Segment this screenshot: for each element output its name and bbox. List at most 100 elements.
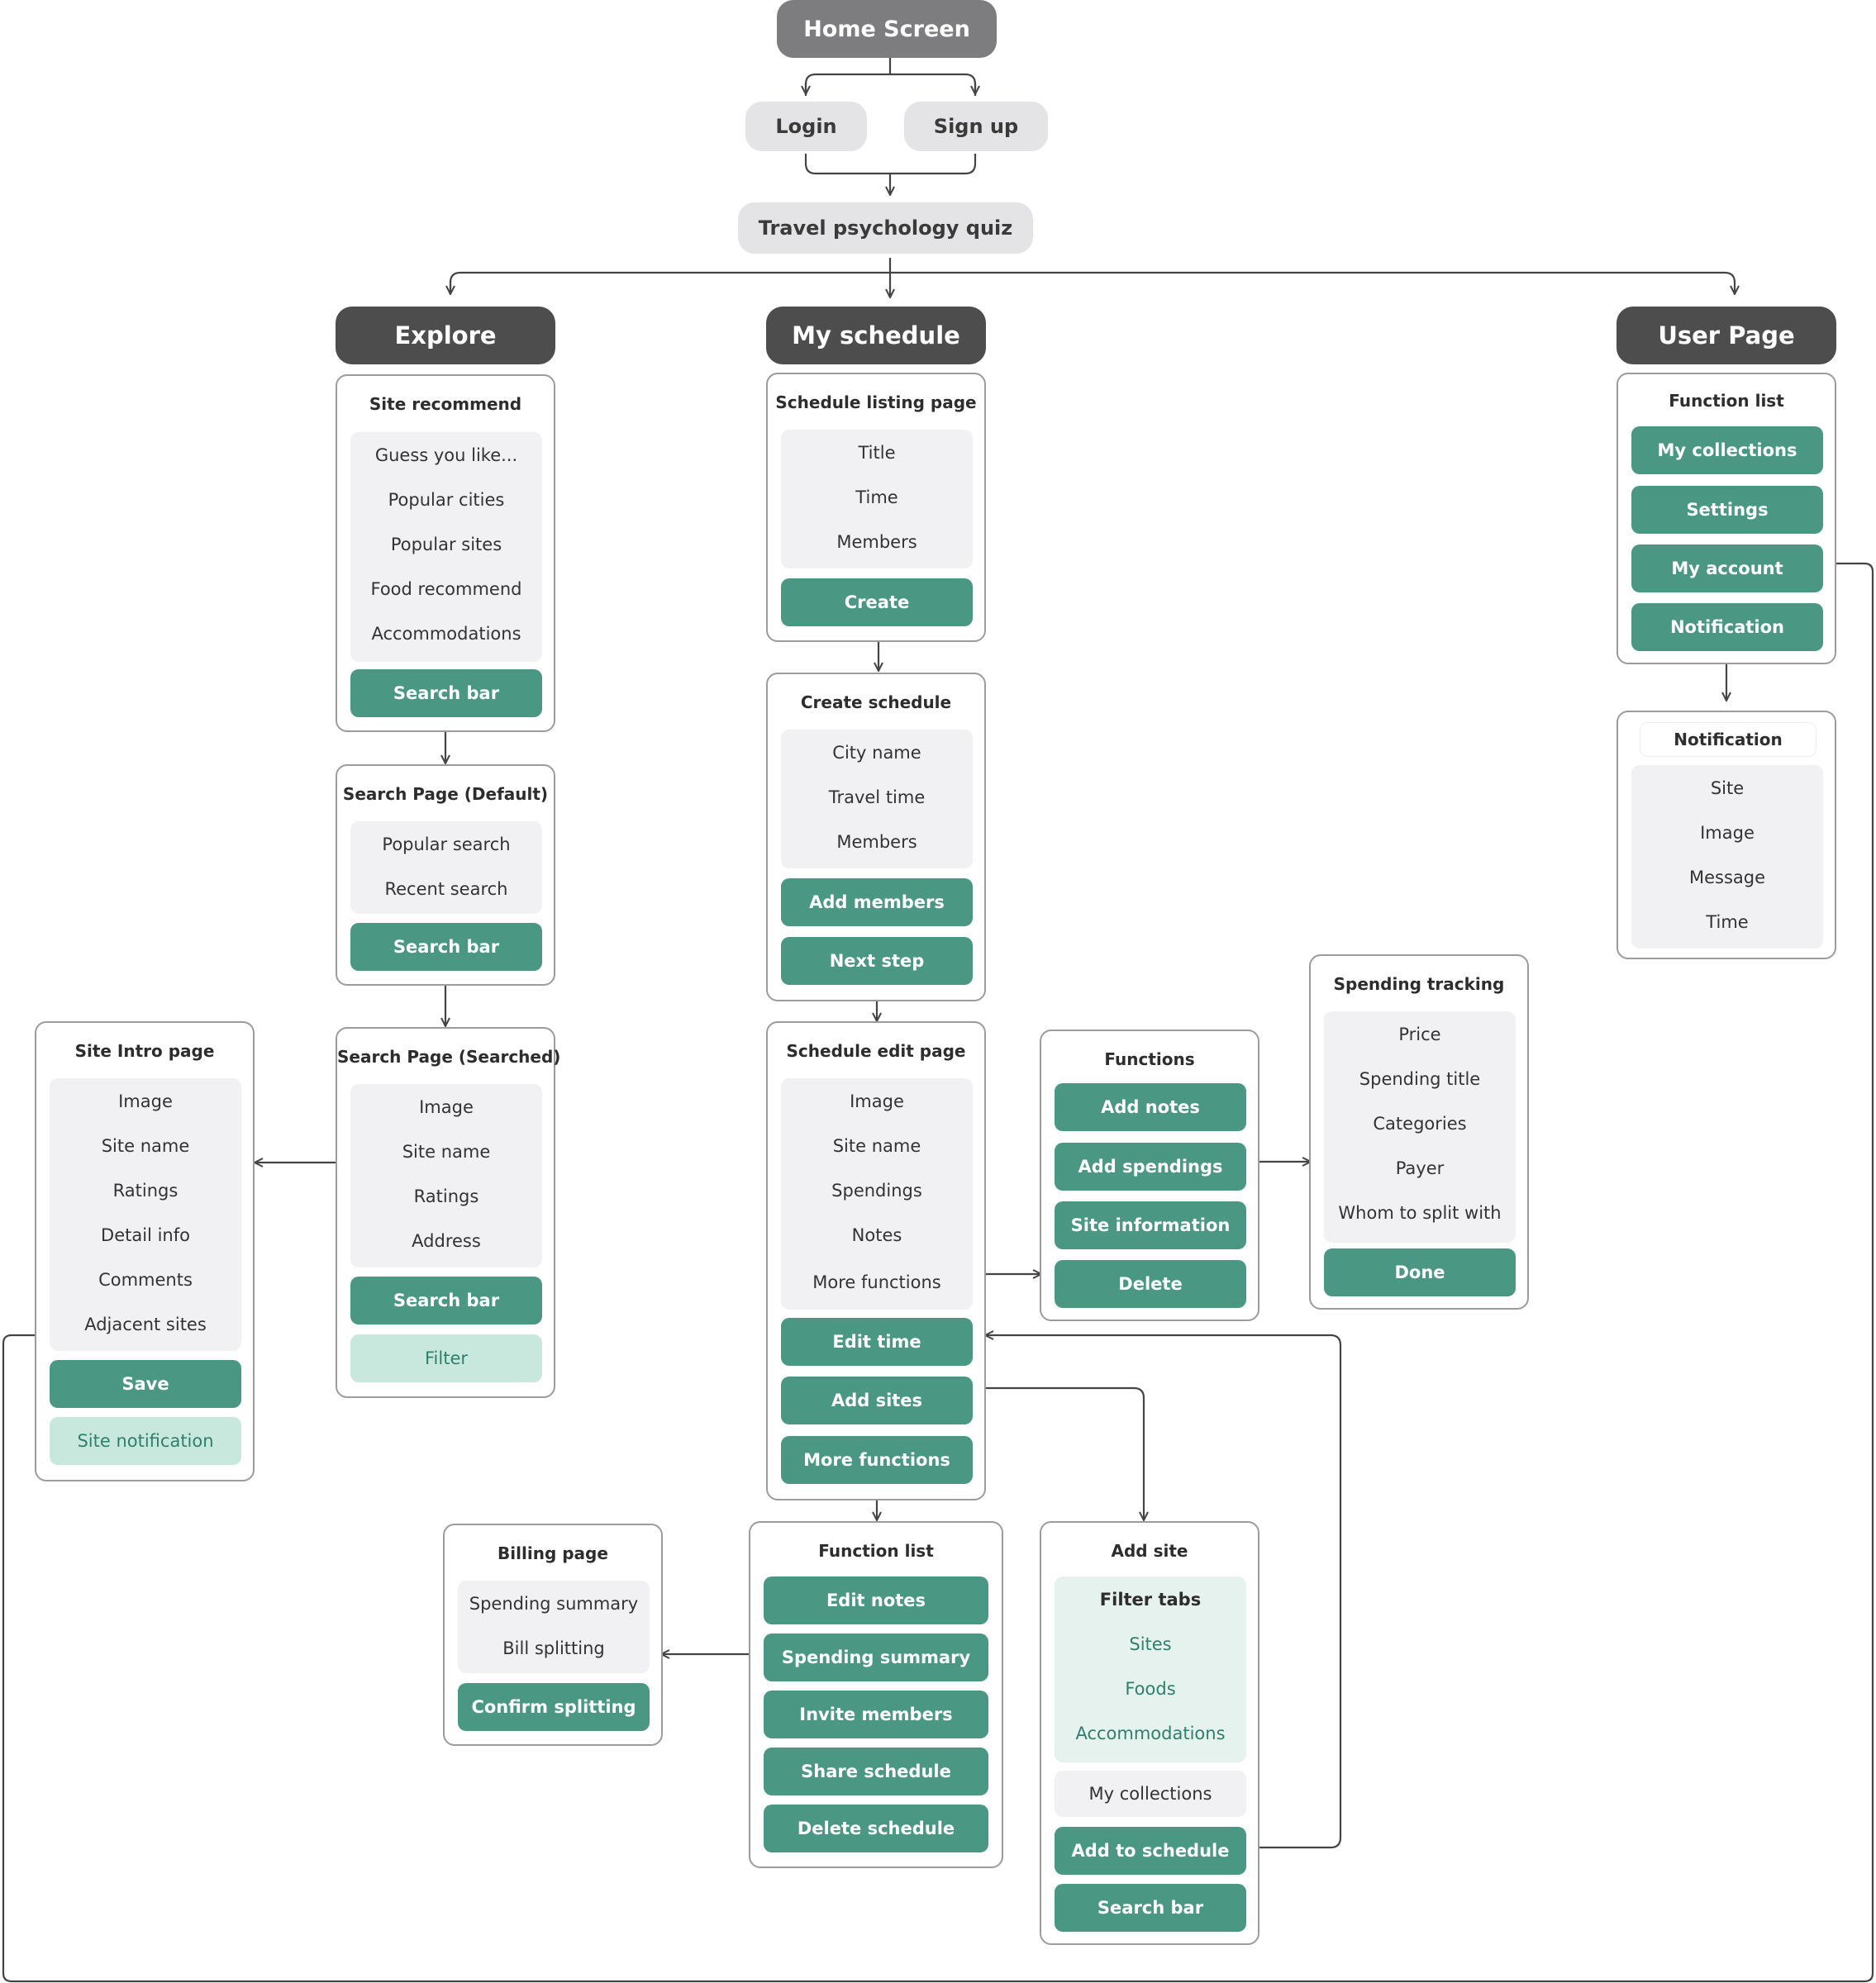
- spending-summary-button[interactable]: Spending summary: [764, 1633, 988, 1681]
- search-bar-button[interactable]: Search bar: [350, 1277, 542, 1324]
- sign-up-label: Sign up: [933, 115, 1019, 138]
- confirm-splitting-button[interactable]: Confirm splitting: [458, 1683, 650, 1731]
- node-login: Login: [745, 102, 867, 151]
- list-item: Image: [850, 1091, 904, 1111]
- explore-label: Explore: [394, 321, 497, 350]
- settings-button[interactable]: Settings: [1631, 486, 1823, 534]
- list-item: Time: [855, 487, 898, 507]
- card-notification: Notification Site Image Message Time: [1617, 711, 1836, 959]
- card-search-page-default: Search Page (Default) Popular search Rec…: [336, 764, 555, 986]
- filter-tab-item[interactable]: Sites: [1129, 1634, 1172, 1654]
- card-schedule-edit: Schedule edit page Image Site name Spend…: [766, 1021, 986, 1500]
- list-item: Food recommend: [370, 579, 522, 599]
- site-recommend-title: Site recommend: [369, 394, 522, 414]
- delete-schedule-button[interactable]: Delete schedule: [764, 1805, 988, 1852]
- share-schedule-button[interactable]: Share schedule: [764, 1748, 988, 1795]
- search-bar-button[interactable]: Search bar: [350, 923, 542, 971]
- add-site-title: Add site: [1111, 1541, 1188, 1561]
- filter-tabs-list: Filter tabs Sites Foods Accommodations: [1055, 1576, 1246, 1762]
- my-collections-button[interactable]: My collections: [1631, 426, 1823, 474]
- search-default-list: Popular search Recent search: [350, 821, 542, 914]
- card-function-list-schedule: Function list Edit notes Spending summar…: [749, 1521, 1003, 1868]
- create-schedule-list: City name Travel time Members: [781, 730, 973, 868]
- save-button[interactable]: Save: [50, 1360, 241, 1408]
- add-notes-button[interactable]: Add notes: [1055, 1083, 1246, 1131]
- list-item: Bill splitting: [502, 1638, 605, 1658]
- list-item: Image: [1700, 823, 1755, 843]
- search-bar-button[interactable]: Search bar: [350, 669, 542, 717]
- list-item: Spendings: [831, 1181, 922, 1201]
- delete-button[interactable]: Delete: [1055, 1260, 1246, 1308]
- card-create-schedule: Create schedule City name Travel time Me…: [766, 673, 986, 1001]
- section-explore: Explore: [336, 307, 555, 364]
- filter-tab-item[interactable]: Foods: [1125, 1679, 1176, 1699]
- search-searched-title: Search Page (Searched): [337, 1047, 561, 1067]
- spending-tracking-title: Spending tracking: [1333, 974, 1505, 994]
- user-page-label: User Page: [1658, 321, 1795, 350]
- travel-quiz-label: Travel psychology quiz: [758, 216, 1013, 240]
- search-bar-button[interactable]: Search bar: [1055, 1884, 1246, 1932]
- notification-list: Site Image Message Time: [1631, 765, 1823, 949]
- list-item: Image: [118, 1091, 173, 1111]
- invite-members-button[interactable]: Invite members: [764, 1691, 988, 1738]
- schedule-listing-title: Schedule listing page: [775, 392, 977, 412]
- site-information-button[interactable]: Site information: [1055, 1201, 1246, 1249]
- spending-tracking-list: Price Spending title Categories Payer Wh…: [1324, 1011, 1516, 1243]
- list-item: Categories: [1373, 1114, 1467, 1134]
- add-spendings-button[interactable]: Add spendings: [1055, 1143, 1246, 1191]
- list-item: Address: [412, 1231, 481, 1251]
- list-item: Ratings: [112, 1181, 179, 1201]
- list-item: Recent search: [384, 879, 508, 899]
- next-step-button[interactable]: Next step: [781, 937, 973, 985]
- link-auth-quiz: [804, 154, 977, 195]
- node-travel-quiz: Travel psychology quiz: [738, 202, 1033, 254]
- search-searched-list: Image Site name Ratings Address: [350, 1084, 542, 1267]
- node-sign-up: Sign up: [904, 102, 1048, 151]
- add-members-button[interactable]: Add members: [781, 878, 973, 926]
- my-account-button[interactable]: My account: [1631, 544, 1823, 592]
- list-item: Price: [1398, 1025, 1441, 1044]
- list-item: Members: [836, 832, 917, 852]
- list-item: Spending summary: [469, 1594, 639, 1614]
- add-to-schedule-button[interactable]: Add to schedule: [1055, 1827, 1246, 1875]
- link-intro-account: [2, 564, 1874, 1983]
- list-item: Title: [858, 443, 896, 463]
- create-schedule-title: Create schedule: [800, 692, 952, 712]
- done-button[interactable]: Done: [1324, 1248, 1516, 1296]
- list-item: Message: [1688, 868, 1766, 887]
- schedule-edit-title: Schedule edit page: [786, 1041, 966, 1061]
- list-item: Guess you like...: [374, 445, 518, 465]
- notification-button[interactable]: Notification: [1631, 603, 1823, 651]
- card-functions: Functions Add notes Add spendings Site i…: [1040, 1030, 1259, 1321]
- add-sites-button[interactable]: Add sites: [781, 1377, 973, 1424]
- edit-notes-button[interactable]: Edit notes: [764, 1576, 988, 1624]
- list-item: Image: [419, 1097, 474, 1117]
- section-my-schedule: My schedule: [766, 307, 986, 364]
- list-item: Notes: [851, 1225, 902, 1245]
- card-schedule-listing: Schedule listing page Title Time Members…: [766, 373, 986, 642]
- list-item: Travel time: [828, 787, 926, 807]
- list-item: Accommodations: [371, 624, 521, 644]
- card-function-list-user: Function list My collections Settings My…: [1617, 373, 1836, 664]
- site-intro-title: Site Intro page: [74, 1041, 215, 1061]
- login-label: Login: [775, 115, 837, 138]
- filter-tab-item[interactable]: Accommodations: [1075, 1724, 1226, 1743]
- list-item: Payer: [1395, 1158, 1445, 1178]
- notification-title: Notification: [1640, 722, 1816, 757]
- list-item: Site name: [101, 1136, 190, 1156]
- function-list-user-title: Function list: [1669, 391, 1784, 411]
- create-button[interactable]: Create: [781, 578, 973, 626]
- list-item: Site: [1710, 778, 1745, 798]
- site-notification-button[interactable]: Site notification: [50, 1417, 241, 1465]
- more-functions-button[interactable]: More functions: [781, 1436, 973, 1484]
- edit-time-button[interactable]: Edit time: [781, 1318, 973, 1366]
- list-item: Site name: [832, 1136, 921, 1156]
- filter-button[interactable]: Filter: [350, 1334, 542, 1382]
- list-item: Whom to split with: [1338, 1203, 1502, 1223]
- functions-title: Functions: [1104, 1049, 1195, 1069]
- link-addtoschedule-edit: [985, 1335, 1342, 1849]
- my-collections-button[interactable]: My collections: [1055, 1771, 1246, 1817]
- card-add-site: Add site Filter tabs Sites Foods Accommo…: [1040, 1521, 1259, 1945]
- list-item: Spending title: [1359, 1069, 1481, 1089]
